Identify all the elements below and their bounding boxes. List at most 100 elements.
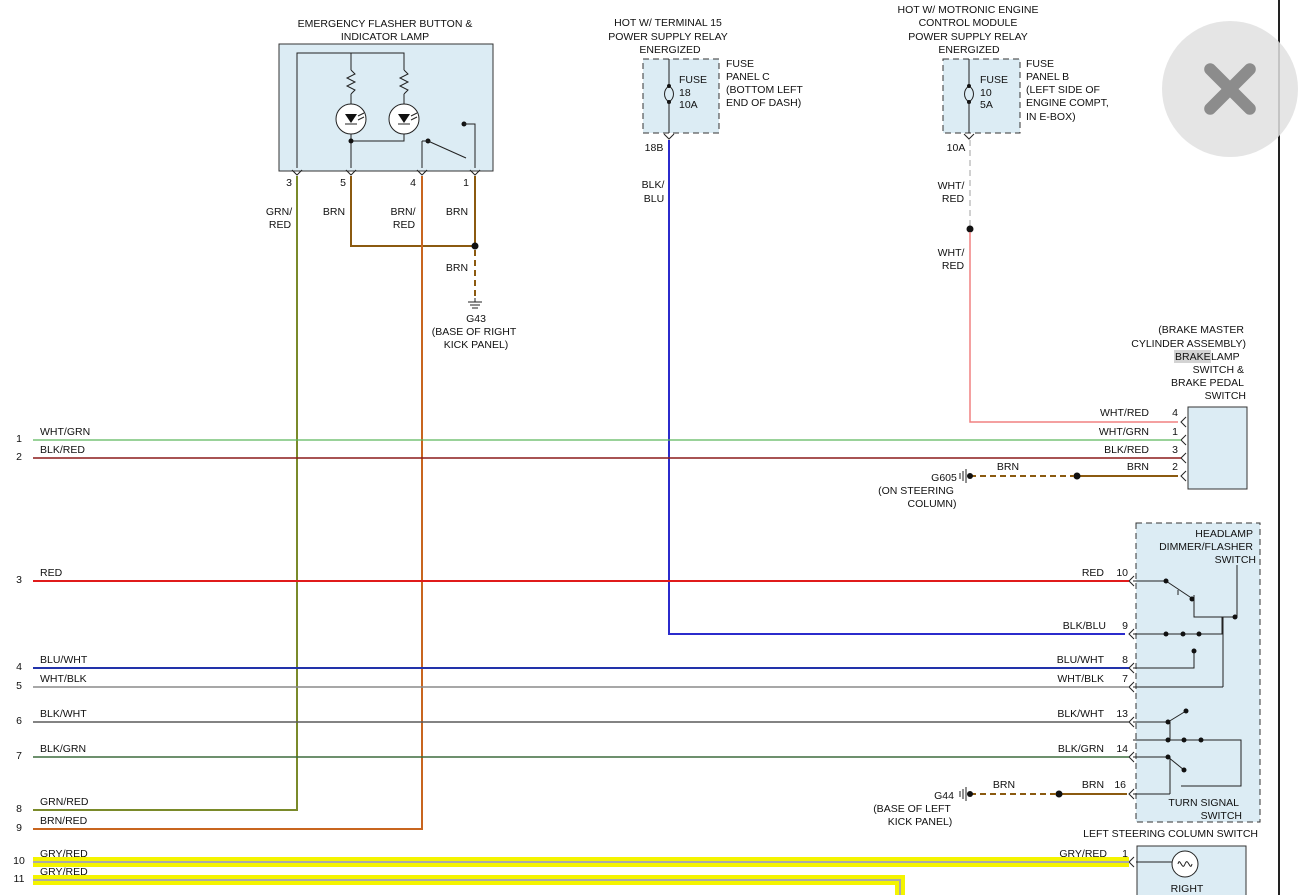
g605-loc2: COLUMN)	[908, 498, 957, 510]
wire-label-brn-g43: BRN	[446, 262, 468, 274]
fuse-18-box	[642, 58, 720, 134]
wire-label-right: BLK/WHT	[1057, 708, 1104, 720]
wire-label-right: BLU/WHT	[1057, 654, 1105, 666]
ground-icon	[959, 787, 967, 801]
wire-label-grn-red: GRN/	[266, 206, 292, 218]
fuse10-panel2: PANEL B	[1026, 71, 1069, 83]
fuse10-hot-line3: POWER SUPPLY RELAY	[908, 31, 1028, 43]
fuse18-panel1: FUSE	[726, 58, 754, 70]
wire-line-4: 4 BLU/WHT BLU/WHT 8	[16, 654, 1129, 673]
close-button[interactable]	[1162, 21, 1298, 157]
wire-label-right: BLK/GRN	[1058, 743, 1104, 755]
emergency-flasher-component: EMERGENCY FLASHER BUTTON & INDICATOR LAM…	[278, 18, 494, 189]
wire-label-brn-red-2: RED	[393, 219, 416, 231]
line-number: 4	[16, 661, 22, 673]
wire-label-left: GRY/RED	[40, 866, 88, 878]
fuse-18-component: HOT W/ TERMINAL 15 POWER SUPPLY RELAY EN…	[608, 17, 1125, 635]
wire-label-blk-blu-2: BLU	[644, 193, 664, 205]
fuse18-hot-line3: ENERGIZED	[639, 44, 701, 56]
fuse18-pin: 18B	[645, 142, 664, 154]
line-number: 10	[13, 855, 25, 867]
connector-pin: 7	[1122, 673, 1128, 685]
fuse10-panel1: FUSE	[1026, 58, 1054, 70]
wire-label-left: GRY/RED	[40, 848, 88, 860]
headlamp-label-2: DIMMER/FLASHER	[1159, 541, 1253, 553]
wire-label-right: RED	[1082, 567, 1105, 579]
left-steering-column-switch-component: LEFT STEERING COLUMN SWITCH RIGHT	[1083, 828, 1258, 895]
flasher-title-line2: INDICATOR LAMP	[341, 31, 429, 43]
wire-label-left: BLK/GRN	[40, 743, 86, 755]
fuse10-panel3: (LEFT SIDE OF	[1026, 84, 1100, 96]
brake-label-4: SWITCH &	[1193, 364, 1244, 376]
wire-segment	[33, 879, 901, 895]
g605-wire-label: BRN	[997, 461, 1019, 473]
lscs-right-label: RIGHT	[1171, 883, 1204, 895]
turn-label-2: SWITCH	[1201, 810, 1242, 822]
brake-pin2-label: BRN	[1127, 461, 1149, 473]
turn-pin-16: 16	[1114, 779, 1126, 791]
flasher-pin-4: 4	[410, 177, 416, 189]
wire-label-left: RED	[40, 567, 63, 579]
fuse18-amperage: 10A	[679, 99, 698, 111]
brake-pin-4: 4	[1172, 407, 1178, 419]
line-number: 6	[16, 715, 22, 727]
g44-wire-label-left: BRN	[993, 779, 1015, 791]
wire-label-left: GRN/RED	[40, 796, 89, 808]
search-highlight	[1174, 350, 1211, 363]
line-number: 9	[16, 822, 22, 834]
wire-label-wht-red-b: WHT/	[938, 247, 965, 259]
brake-label-2: CYLINDER ASSEMBLY)	[1131, 338, 1246, 350]
connector-pin: 13	[1116, 708, 1128, 720]
flasher-box	[278, 43, 494, 172]
turn-label-1: TURN SIGNAL	[1168, 797, 1239, 809]
wire-label-wht-red-b2: RED	[942, 260, 965, 272]
wire-label-right: BLK/RED	[1104, 444, 1149, 456]
brake-pin-2: 2	[1172, 461, 1178, 473]
fuse-10-component: HOT W/ MOTRONIC ENGINE CONTROL MODULE PO…	[898, 4, 1178, 423]
window-edge	[1278, 0, 1280, 895]
wire-wht-red	[969, 232, 1178, 423]
headlamp-switch-box	[1135, 522, 1261, 823]
connector-pin: 3	[1172, 444, 1178, 456]
fuse10-hot-line1: HOT W/ MOTRONIC ENGINE	[898, 4, 1039, 16]
wire-label-right: GRY/RED	[1059, 848, 1107, 860]
wire-label-brn-red: BRN/	[390, 206, 415, 218]
ground-icon	[468, 298, 482, 309]
fuse18-fuse-label: FUSE	[679, 74, 707, 86]
headlamp-pin9-label: BLK/BLU	[1063, 620, 1106, 632]
wire-label-brn-1: BRN	[446, 206, 468, 218]
fuse10-amperage: 5A	[980, 99, 993, 111]
headlamp-label-3: SWITCH	[1215, 554, 1256, 566]
line-number: 3	[16, 574, 22, 586]
connector-pin: 1	[1122, 848, 1128, 860]
headlamp-label-1: HEADLAMP	[1195, 528, 1253, 540]
line-number: 1	[16, 433, 22, 445]
flasher-title-line1: EMERGENCY FLASHER BUTTON &	[298, 18, 473, 30]
headlamp-turn-switch-component: HEADLAMP DIMMER/FLASHER SWITCH TURN SIGN…	[873, 522, 1261, 828]
fuse18-number: 18	[679, 87, 691, 99]
fuse10-panel4: ENGINE COMPT,	[1026, 97, 1109, 109]
wire-label-wht-red-a: WHT/	[938, 180, 965, 192]
g44-wire-label-right: BRN	[1082, 779, 1104, 791]
wire-label-left: BLK/WHT	[40, 708, 87, 720]
fuse18-hot-line1: HOT W/ TERMINAL 15	[614, 17, 722, 29]
connector-pin: 8	[1122, 654, 1128, 666]
wire-label-left: BLK/RED	[40, 444, 85, 456]
brake-label-5: BRAKE PEDAL	[1171, 377, 1244, 389]
fuse-10-box	[942, 58, 1021, 134]
wire-label-left: BLU/WHT	[40, 654, 88, 666]
brake-label-3a: BRAKE	[1175, 351, 1211, 363]
fuse10-hot-line4: ENERGIZED	[938, 44, 1000, 56]
fuse18-panel4: END OF DASH)	[726, 97, 801, 109]
line-number: 5	[16, 680, 22, 692]
g44-loc2: KICK PANEL)	[888, 816, 953, 828]
flasher-pin-5: 5	[340, 177, 346, 189]
g43-loc2: KICK PANEL)	[444, 339, 509, 351]
wire-label-right: WHT/BLK	[1057, 673, 1104, 685]
connector-pin: 1	[1172, 426, 1178, 438]
